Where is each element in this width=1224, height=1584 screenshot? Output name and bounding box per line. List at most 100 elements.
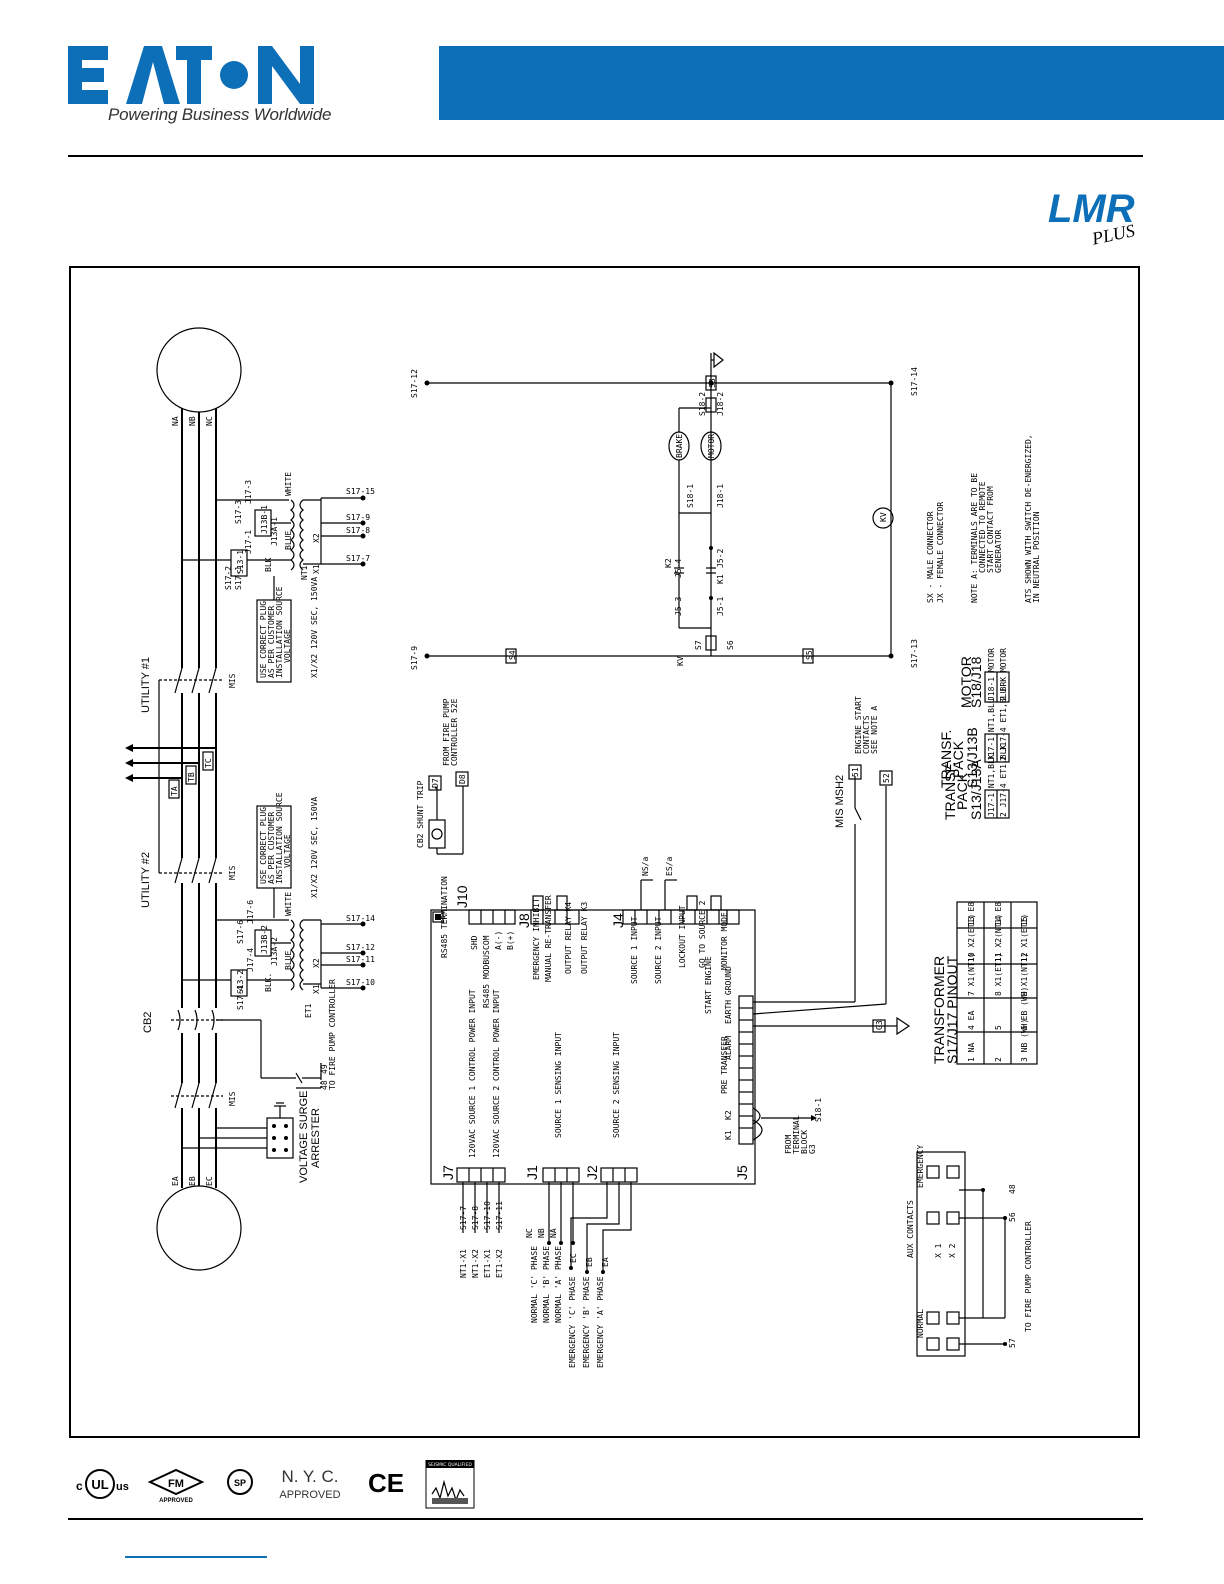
cb2-breaker: [171, 1009, 223, 1031]
phase-nb: NB: [188, 416, 197, 426]
eaton-logo: [68, 46, 318, 130]
conn-k1: K1: [716, 574, 725, 584]
pinout-r2-c2: 5: [994, 1025, 1003, 1030]
node-s17-9: S17-9: [410, 646, 419, 670]
et1-t-s13-2: S13-2: [236, 970, 245, 994]
j1-label: J1: [524, 1165, 540, 1180]
nyc-approved: APPROVED: [279, 1489, 340, 1501]
j5-k1: K1: [724, 1130, 733, 1140]
nt1-blue: BLUE: [284, 531, 293, 550]
pinout-r2-c3: 8 X1(ET1): [994, 953, 1003, 996]
conn-s6: S6: [726, 640, 735, 650]
conn-s4: S4: [508, 650, 517, 660]
pinout-r3-c4: 12 X1(ET1): [1020, 914, 1029, 962]
svg-text:c: c: [76, 1479, 83, 1493]
mis-emergency-switch: [171, 1082, 223, 1109]
j7-src2: 120VAC SOURCE 2 CONTROL POWER INPUT: [492, 989, 501, 1158]
pack-table-13a: [984, 789, 1010, 819]
aux-x1: X 1: [934, 1243, 943, 1258]
logo-lmr: LMR: [1048, 187, 1135, 231]
nt1-label: NT1: [300, 565, 309, 580]
nt1-white: WHITE: [284, 472, 293, 496]
et1-transformer: [182, 919, 366, 997]
j4-es: ES/a: [665, 857, 674, 876]
j2-label: J2: [584, 1165, 600, 1180]
j5-start: START ENGINE: [704, 956, 713, 1014]
conn-s3: S3: [708, 378, 717, 388]
pinout-r1-c4: 10 X2(ET1): [967, 914, 976, 962]
conn-j5-3: J5-3: [674, 597, 683, 616]
aux-emergency: EMERGENCY: [916, 1144, 925, 1188]
engine-t51: 51: [851, 767, 860, 777]
normal-generator: [156, 327, 242, 413]
et1-t-j17-6: J17-6: [246, 900, 255, 924]
aux-normal: NORMAL: [916, 1309, 925, 1338]
aux-term-56: 56: [1008, 1212, 1017, 1222]
nt1-note-2: AS PER CUSTOMER: [267, 606, 276, 678]
nt1-out-4: S17-7: [346, 554, 370, 563]
motor-brake: BRAKE: [675, 434, 684, 458]
j5-alarm: ALARM: [724, 1036, 733, 1060]
nt1-t-s17-1: S17-1: [234, 566, 243, 590]
pinout-title-2: S17/J17 PINOUT: [944, 955, 960, 1064]
nt1-t-s17-2: S17-2: [224, 566, 233, 590]
j1-term-nb: NB: [537, 1228, 546, 1238]
j5-k2: K2: [724, 1110, 733, 1120]
j5-g3: G3: [875, 1020, 884, 1030]
pinout-r1-c1: 1 NA: [967, 1043, 976, 1062]
footer-link-underline[interactable]: [125, 1556, 267, 1558]
seismic-qualified-badge: SEISMIC QUALIFIED: [425, 1459, 475, 1509]
j10-label: J10: [454, 885, 470, 908]
j1-phase-a: NORMAL 'A' PHASE: [554, 1246, 563, 1323]
j5-block-3: BLOCK: [800, 1130, 809, 1154]
nt1-transformer: [182, 495, 366, 577]
nt1-out-3: S17-8: [346, 526, 370, 535]
pack-13a-title-2: PACK: [954, 772, 970, 810]
phase-ea: EA: [171, 1176, 180, 1186]
j7-term-1: S17-7: [459, 1206, 468, 1230]
pack-13b-title-3: S13/J13B: [964, 727, 980, 788]
j7-wire-3: ET1-X1: [483, 1249, 492, 1278]
j2-term-ea: EA: [601, 1257, 610, 1267]
j7-term-4: S17-11: [495, 1201, 504, 1230]
conn-j5-1: J5-1: [716, 597, 725, 616]
j2-phase-c: EMERGENCY 'C' PHASE: [568, 1276, 577, 1368]
phase-nc: NC: [205, 416, 214, 426]
j1-term-na: NA: [549, 1228, 558, 1238]
j4-source2: SOURCE 2 INPUT: [654, 916, 663, 984]
et1-out-3: S17-11: [346, 955, 375, 964]
utility1-label: UTILITY #1: [140, 657, 152, 713]
aux-term-48: 48: [1008, 1184, 1017, 1194]
cb2-fire-pump-link: [216, 1019, 322, 1089]
pinout-title-1: TRANSFORMER: [931, 956, 947, 1064]
motor-motor: MOTOR: [707, 434, 716, 458]
motor-circuit: [424, 351, 894, 664]
conn-j5-2: J5-2: [716, 549, 725, 568]
fm-approved-mark: FM APPROVED: [147, 1468, 205, 1504]
conn-j18-1: J18-1: [716, 484, 725, 508]
note-ats-1: ATS SHOWN WITH SWITCH DE-ENERGIZED,: [1024, 434, 1033, 603]
motor-kv: KV: [879, 512, 888, 522]
pinout-r2-c5: 14 E8: [994, 902, 1003, 926]
j8-manual: MANUAL RE-TRANSFER: [544, 895, 553, 982]
conn-kv: KV: [676, 656, 685, 666]
pack-motor-title-1: MOTOR: [958, 656, 974, 708]
utility1-switch: [159, 667, 223, 694]
pinout-r1-c2: 4 EA: [967, 1011, 976, 1030]
j1-phase-c: NORMAL 'C' PHASE: [530, 1246, 539, 1323]
nt1-x1: X1: [312, 564, 321, 574]
footer-divider: [68, 1518, 1143, 1520]
j7-wire-2: NT1-X2: [471, 1249, 480, 1278]
note-a-4: GENERATOR: [994, 529, 1003, 573]
lmr-plus-logo: LMR PLUS: [1046, 184, 1146, 249]
csa-mark: SP: [227, 1469, 253, 1495]
j1-phase-b: NORMAL 'B' PHASE: [542, 1246, 551, 1323]
svg-text:us: us: [116, 1481, 129, 1493]
j10-pin-com: COM: [482, 935, 491, 950]
conn-s7: S7: [694, 640, 703, 650]
pack-table-13b: [984, 733, 1010, 763]
svg-text:UL: UL: [91, 1477, 108, 1492]
shunt-note-1: FROM FIRE PUMP: [442, 698, 451, 766]
nt1-note-3: INSTALLATION SOURCE: [275, 586, 284, 678]
et1-t-j17-4: J17-4: [246, 948, 255, 972]
